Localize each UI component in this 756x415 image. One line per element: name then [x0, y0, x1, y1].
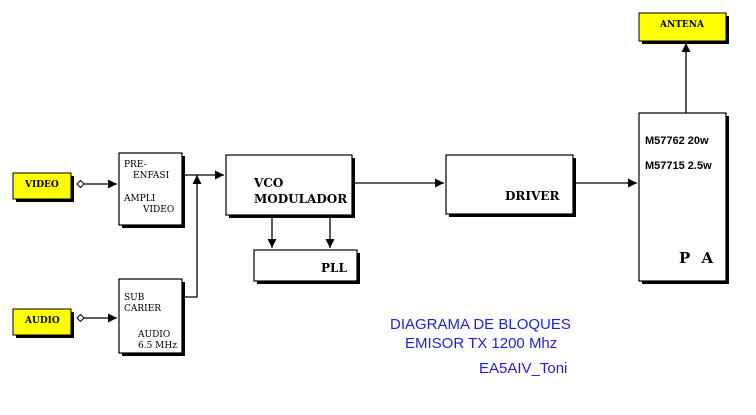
driver-block — [445, 154, 574, 215]
subcarrier-line3: AUDIO — [138, 330, 171, 340]
video-input-box — [12, 172, 72, 200]
subcarrier-line1: SUB — [124, 293, 145, 303]
driver-label: DRIVER — [505, 189, 560, 203]
audio-label: AUDIO — [25, 316, 60, 326]
subcarrier-line2: CARIER — [124, 304, 162, 314]
vco-label: VCO — [254, 176, 284, 190]
pa-model-1: M57762 20w — [645, 135, 709, 147]
preenfasi-line4: VIDEO — [143, 205, 175, 215]
preenfasi-line2: ENFASI — [133, 171, 170, 181]
audio-input-box — [12, 308, 72, 336]
caption-author: EA5AIV_Toni — [479, 360, 568, 377]
preenfasi-line3: AMPLI — [124, 194, 156, 204]
subcarrier-line4: 6.5 MHz — [138, 341, 177, 351]
pa-label: P A — [679, 249, 717, 267]
pa-block — [638, 112, 727, 282]
antenna-box — [638, 12, 727, 42]
pll-block — [253, 249, 358, 282]
pa-model-2: M57715 2.5w — [645, 160, 712, 172]
caption-subtitle: EMISOR TX 1200 Mhz — [405, 335, 558, 352]
antenna-label: ANTENA — [660, 20, 704, 30]
preenfasi-line1: PRE- — [124, 160, 147, 170]
caption-title: DIAGRAMA DE BLOQUES — [390, 316, 571, 333]
audio-terminal-icon — [76, 313, 85, 323]
subcarrier-to-mix — [182, 175, 202, 298]
video-terminal-icon — [76, 179, 85, 189]
preenfasi-block — [118, 152, 183, 226]
pll-label: PLL — [321, 261, 347, 275]
vco-modulator-block — [225, 154, 353, 216]
modulator-label: MODULADOR — [254, 192, 348, 206]
video-label: VIDEO — [25, 180, 59, 190]
subcarrier-block — [118, 278, 183, 354]
